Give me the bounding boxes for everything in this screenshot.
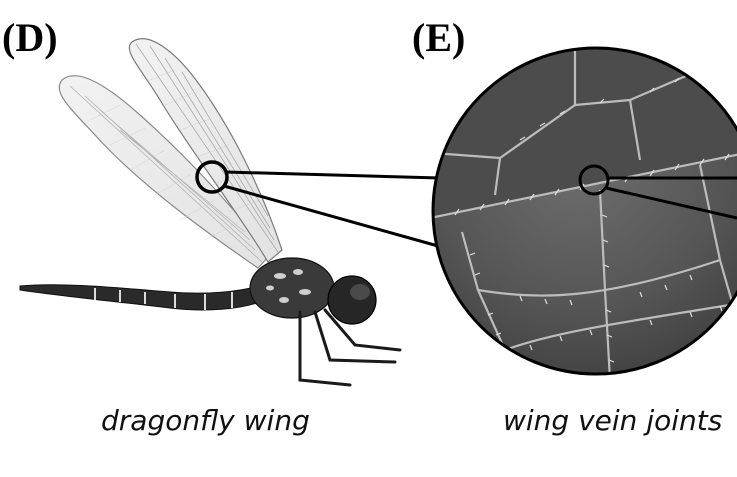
- vein-joint-marker: [578, 164, 610, 196]
- dragonfly-head: [327, 275, 377, 325]
- dragonfly-legs: [298, 308, 402, 387]
- panel-label-d: (D): [2, 15, 58, 60]
- dragonfly-illustration: [19, 38, 402, 387]
- micrograph-lens: [431, 46, 737, 376]
- dragonfly-hind-wing-veins: [69, 85, 263, 263]
- wing-magnify-marker: [195, 160, 229, 194]
- dragonfly-hind-wing: [58, 75, 271, 269]
- dragonfly-abdomen: [19, 284, 267, 311]
- panel-label-e: (E): [412, 15, 466, 60]
- zoom-connector-d-to-e: [223, 170, 441, 248]
- caption-dragonfly-wing: dragonfly wing: [101, 404, 310, 437]
- caption-wing-vein-joints: wing vein joints: [503, 404, 723, 437]
- dragonfly-fore-wing-veins: [135, 43, 279, 253]
- zoom-connector-e-onward: [605, 176, 737, 220]
- dragonfly-thorax: [249, 257, 335, 319]
